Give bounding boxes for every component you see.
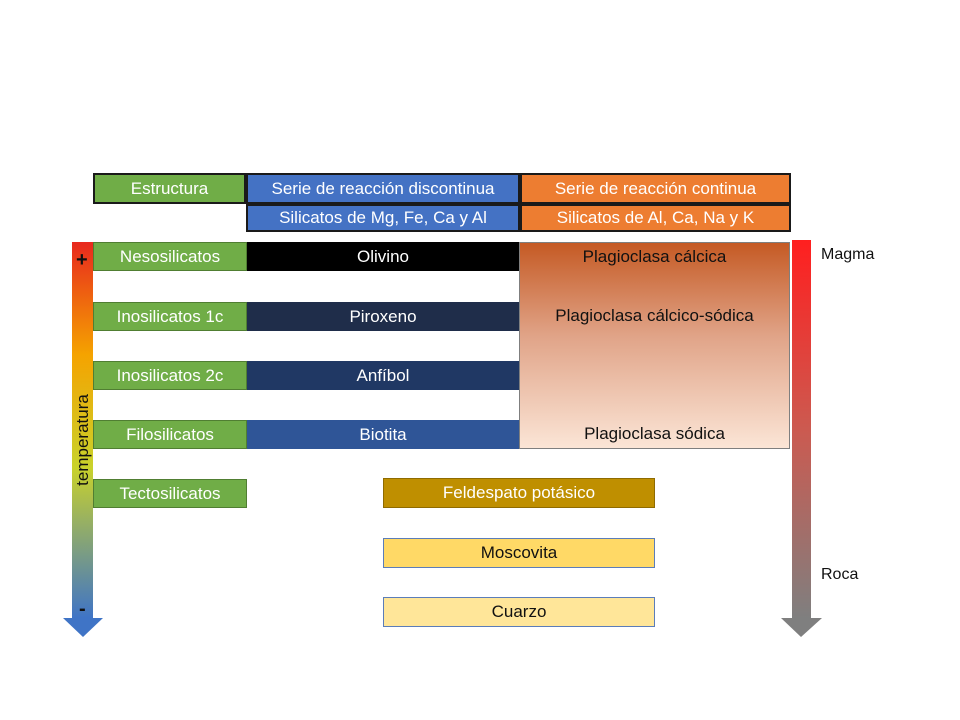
structure-inosilicatos-2c: Inosilicatos 2c [93, 361, 247, 390]
temperature-high-sign: + [76, 249, 88, 271]
plagioclasa-sodica-label: Plagioclasa sódica [584, 424, 725, 443]
header-structure: Estructura [93, 173, 246, 204]
mineral-anfibol: Anfíbol [247, 361, 519, 390]
roca-label: Roca [821, 566, 859, 583]
mineral-cuarzo: Cuarzo [383, 597, 655, 627]
plagioclase-gradient-block [519, 242, 790, 449]
mineral-piroxeno: Piroxeno [247, 302, 519, 331]
plagioclasa-calcico-sodica-label: Plagioclasa cálcico-sódica [555, 306, 754, 325]
mineral-biotita: Biotita [247, 420, 519, 449]
plagioclasa-calcica-label: Plagioclasa cálcica [582, 247, 727, 266]
structure-filosilicatos: Filosilicatos [93, 420, 247, 449]
mineral-feldespato-potasico: Feldespato potásico [383, 478, 655, 508]
temperature-axis-label: temperatura [73, 394, 92, 486]
mineral-olivino: Olivino [247, 242, 519, 271]
header-discontinuous-subtitle: Silicatos de Mg, Fe, Ca y Al [246, 204, 520, 232]
header-continuous-series: Serie de reacción continua [520, 173, 791, 204]
header-discontinuous-series: Serie de reacción discontinua [246, 173, 520, 204]
mineral-moscovita: Moscovita [383, 538, 655, 568]
temperature-low-sign: - [79, 598, 86, 620]
magma-label: Magma [821, 246, 875, 263]
structure-tectosilicatos: Tectosilicatos [93, 479, 247, 508]
structure-nesosilicatos: Nesosilicatos [93, 242, 247, 271]
discontinuous-series-frame [247, 242, 520, 449]
structure-inosilicatos-1c: Inosilicatos 1c [93, 302, 247, 331]
magma-rock-arrow [781, 240, 822, 637]
header-continuous-subtitle: Silicatos de Al, Ca, Na y K [520, 204, 791, 232]
temperature-arrow [63, 242, 103, 637]
